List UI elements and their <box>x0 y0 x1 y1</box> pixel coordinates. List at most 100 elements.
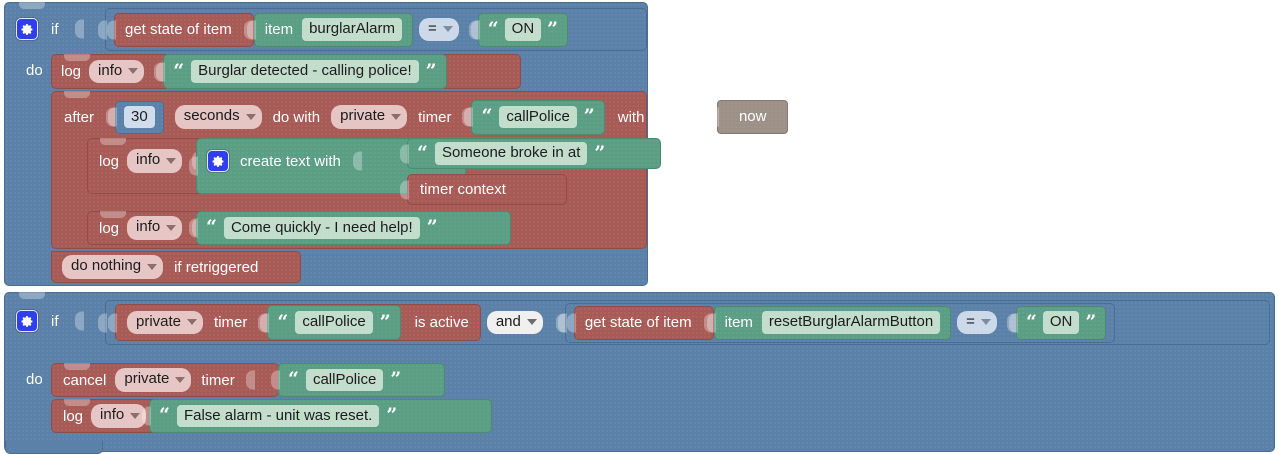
chevron-down-icon <box>526 319 537 325</box>
open-quote-glyph: “ <box>288 368 299 391</box>
log-label: log <box>61 63 82 80</box>
chevron-down-icon <box>166 157 177 164</box>
timer-name-socket <box>462 107 472 127</box>
stack-notch-top <box>64 363 90 370</box>
get-state-of-item-label: get state of item <box>125 21 232 38</box>
do-label: do <box>26 371 43 388</box>
retrigger-suffix-label: if retriggered <box>174 258 259 276</box>
chevron-down-icon <box>175 376 186 383</box>
cancel-label: cancel <box>63 371 107 389</box>
compare-operator-dropdown[interactable]: = <box>957 310 997 335</box>
timer-scope-value: private <box>136 312 182 330</box>
now-block[interactable]: now <box>709 100 789 134</box>
chevron-down-icon <box>442 26 453 32</box>
do-with-label: do with <box>272 108 321 126</box>
log-level-dropdown[interactable]: info <box>91 404 147 428</box>
logic-compare-block[interactable]: get state of item item burglarAlarm = “ … <box>98 8 647 51</box>
close-quote-glyph: ” <box>547 17 559 40</box>
text-block-come-quickly[interactable]: “ Come quickly - I need help! ” <box>189 211 511 245</box>
if-block-burglar-alarm[interactable]: if get state of item item burglarAlarm =… <box>4 2 789 286</box>
close-quote-glyph: ” <box>594 141 606 164</box>
log-level-dropdown[interactable]: info <box>89 59 145 84</box>
log-level-dropdown[interactable]: info <box>127 216 183 240</box>
value-plug-left <box>1008 313 1018 332</box>
text-value-field[interactable]: Burglar detected - calling police! <box>191 60 419 83</box>
time-unit-value: seconds <box>183 107 240 125</box>
logic-operator-dropdown[interactable]: and <box>486 310 543 335</box>
if-block-timer-reset[interactable]: if private timer “ callPolice ” is activ… <box>4 292 1275 454</box>
log-label: log <box>99 152 120 170</box>
value-plug-left <box>108 107 118 127</box>
delay-number-field[interactable]: 30 <box>124 105 155 129</box>
value-plug-left <box>98 20 107 39</box>
value-plug-left <box>108 313 117 332</box>
item-name-field[interactable]: burglarAlarm <box>302 18 402 41</box>
if-condition-socket <box>74 311 84 331</box>
text-block-on[interactable]: “ ON ” <box>1008 305 1107 340</box>
value-plug-left <box>709 107 719 127</box>
text-value-field[interactable]: callPolice <box>295 311 373 334</box>
text-block-on[interactable]: “ ON ” <box>470 12 569 47</box>
logic-and-block[interactable]: private timer “ callPolice ” is active a… <box>98 300 1270 345</box>
log-level-dropdown[interactable]: info <box>127 149 183 173</box>
text-block-false-alarm[interactable]: “ False alarm - unit was reset. ” <box>142 399 492 433</box>
item-name-field[interactable]: resetBurglarAlarmButton <box>761 311 941 334</box>
text-block-cancel-timer-name[interactable]: “ callPolice ” <box>271 363 445 397</box>
log-level-value: info <box>98 61 123 79</box>
mutator-gear-icon[interactable] <box>16 310 38 332</box>
timer-scope-value: private <box>340 107 386 125</box>
text-block-timer-name[interactable]: “ callPolice ” <box>260 305 401 340</box>
get-state-of-item-block[interactable]: get state of item <box>566 305 714 340</box>
value-plug-left <box>557 313 567 332</box>
open-quote-glyph: “ <box>277 310 289 333</box>
text-value-field[interactable]: ON <box>1042 311 1080 334</box>
value-plug-left <box>271 370 280 390</box>
after-label: after <box>64 108 95 126</box>
value-plug-left <box>464 107 474 127</box>
item-block[interactable]: item resetBurglarAlarmButton <box>706 305 952 340</box>
open-quote-glyph: “ <box>481 105 493 128</box>
log-block-burglar-detected[interactable]: log info “ Burglar detected - calling po… <box>51 54 521 89</box>
timer-is-active-block[interactable]: private timer “ callPolice ” is active <box>108 304 481 341</box>
text-block-burglar-message[interactable]: “ Burglar detected - calling police! ” <box>156 54 447 89</box>
mutator-gear-icon[interactable] <box>207 150 229 172</box>
text-value-field[interactable]: callPolice <box>305 368 384 392</box>
text-value-field[interactable]: callPolice <box>499 105 577 129</box>
item-block[interactable]: item burglarAlarm <box>246 12 413 47</box>
after-timer-block[interactable]: after 30 seconds do with private timer “ <box>51 91 789 249</box>
stack-notch-top <box>100 211 126 218</box>
timer-scope-dropdown[interactable]: private <box>127 310 204 335</box>
logic-right-socket <box>555 313 565 333</box>
logic-compare-block[interactable]: get state of item item resetBurglarAlarm… <box>557 302 1116 343</box>
retrigger-action-dropdown[interactable]: do nothing <box>62 255 164 279</box>
compare-operator-value: = <box>966 312 975 330</box>
value-plug-left <box>400 144 409 163</box>
text-block-someone-broke-in[interactable]: “ Someone broke in at ” <box>400 138 661 169</box>
block-foot <box>5 441 103 454</box>
chevron-down-icon <box>166 224 177 231</box>
number-block-delay[interactable]: 30 <box>108 100 164 134</box>
chevron-down-icon <box>980 319 991 325</box>
close-quote-glyph: ” <box>379 310 391 333</box>
timer-scope-dropdown[interactable]: private <box>115 368 192 392</box>
text-block-timer-name[interactable]: “ callPolice ” <box>464 99 605 135</box>
stack-notch-top <box>19 2 45 9</box>
get-state-of-item-block[interactable]: get state of item <box>107 12 254 47</box>
mutator-gear-icon[interactable] <box>16 18 38 40</box>
is-active-label: is active <box>414 314 469 331</box>
compare-operator-dropdown[interactable]: = <box>418 17 459 42</box>
retrigger-row[interactable]: do nothing if retriggered <box>51 251 301 283</box>
text-value-field[interactable]: Someone broke in at <box>434 142 588 165</box>
log-label: log <box>99 219 120 237</box>
text-value-field[interactable]: False alarm - unit was reset. <box>176 404 380 428</box>
text-value-field[interactable]: ON <box>504 18 542 41</box>
timer-scope-dropdown[interactable]: private <box>331 105 408 129</box>
delay-socket <box>106 107 116 127</box>
cancel-timer-block[interactable]: cancel private timer <box>51 363 279 397</box>
value-plug-left <box>142 406 151 426</box>
open-quote-glyph: “ <box>1025 310 1037 333</box>
timer-context-block[interactable]: timer context <box>400 174 567 205</box>
stack-notch-top <box>64 91 90 98</box>
time-unit-dropdown[interactable]: seconds <box>174 105 262 129</box>
text-value-field[interactable]: Come quickly - I need help! <box>223 216 420 240</box>
